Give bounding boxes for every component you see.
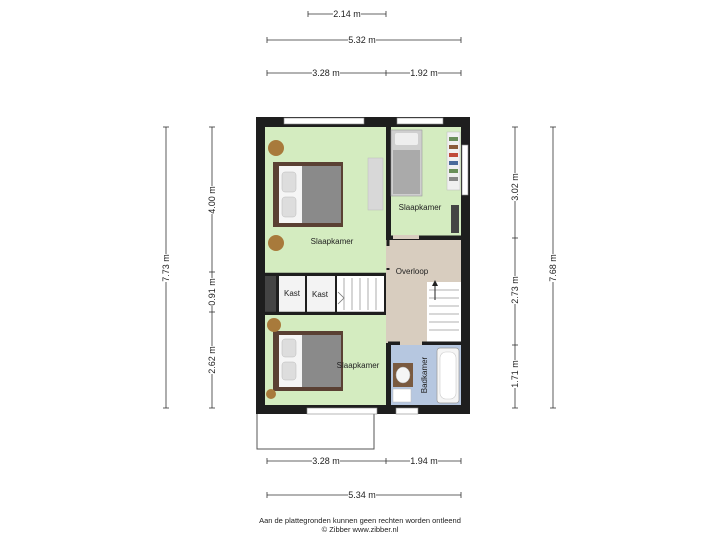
dim-left-top: 4.00 m bbox=[207, 186, 217, 214]
windows bbox=[283, 117, 469, 415]
balcony bbox=[256, 412, 375, 450]
label-bedroom-main: Slaapkamer bbox=[311, 237, 354, 246]
dim-top-right: 1.92 m bbox=[410, 68, 438, 78]
label-landing: Overloop bbox=[396, 267, 429, 276]
bed-small-icon bbox=[390, 129, 423, 197]
room-closet-right bbox=[307, 276, 335, 312]
label-closet-left: Kast bbox=[284, 289, 301, 298]
label-bedroom-small: Slaapkamer bbox=[399, 203, 442, 212]
small-closet-icon bbox=[451, 205, 459, 233]
closet-shadow bbox=[265, 276, 276, 312]
doors bbox=[386, 235, 422, 345]
dim-top-left: 3.28 m bbox=[312, 68, 340, 78]
dim-right-total: 7.68 m bbox=[548, 254, 558, 282]
stair-treads bbox=[337, 278, 459, 331]
wardrobe-icon bbox=[367, 157, 384, 211]
stair-arrow-icon bbox=[432, 280, 438, 300]
dim-bottom-left: 3.28 m bbox=[312, 456, 340, 466]
nightstand-lamp-icon bbox=[268, 140, 284, 156]
nightstand-lamp-icon bbox=[266, 389, 276, 399]
dim-bottom-right: 1.94 m bbox=[410, 456, 438, 466]
dim-left-mid: 0.91 m bbox=[207, 278, 217, 306]
dimension-texts-horizontal: 2.14 m 5.32 m 3.28 m 1.92 m 3.28 m 1.94 … bbox=[312, 8, 438, 501]
dim-left-bottom: 2.62 m bbox=[207, 346, 217, 374]
dim-left-total: 7.73 m bbox=[161, 254, 171, 282]
dim-top-total: 5.32 m bbox=[348, 35, 376, 45]
dim-right-bottom: 1.71 m bbox=[510, 360, 520, 388]
dim-right-top: 3.02 m bbox=[510, 173, 520, 201]
dim-top-small: 2.14 m bbox=[333, 9, 361, 19]
dim-right-mid: 2.73 m bbox=[510, 276, 520, 304]
sink-icon bbox=[393, 363, 413, 387]
dimension-texts-vertical: 7.73 m 4.00 m 0.91 m 2.62 m 3.02 m 2.73 … bbox=[160, 173, 559, 388]
label-bathroom: Badkamer bbox=[420, 356, 429, 393]
towel-icon bbox=[392, 388, 412, 403]
room-labels: Slaapkamer Slaapkamer Overloop Kast Kast… bbox=[284, 203, 442, 393]
room-closet-left bbox=[279, 276, 305, 312]
dim-bottom-total: 5.34 m bbox=[348, 490, 376, 500]
label-bedroom-bottom: Slaapkamer bbox=[337, 361, 380, 370]
nightstand-lamp-icon bbox=[268, 235, 284, 251]
bathtub-icon bbox=[436, 347, 460, 404]
stairs-right bbox=[427, 282, 461, 342]
footer-disclaimer: Aan de plattegronden kunnen geen rechten… bbox=[259, 516, 461, 525]
bed-main-icon bbox=[273, 162, 343, 227]
label-closet-right: Kast bbox=[312, 290, 329, 299]
shoe-rack-icon bbox=[446, 131, 461, 191]
footer-copyright: © Zibber www.zibber.nl bbox=[321, 525, 399, 534]
bed-bottom-icon bbox=[273, 331, 343, 391]
nightstand-lamp-icon bbox=[267, 318, 281, 332]
